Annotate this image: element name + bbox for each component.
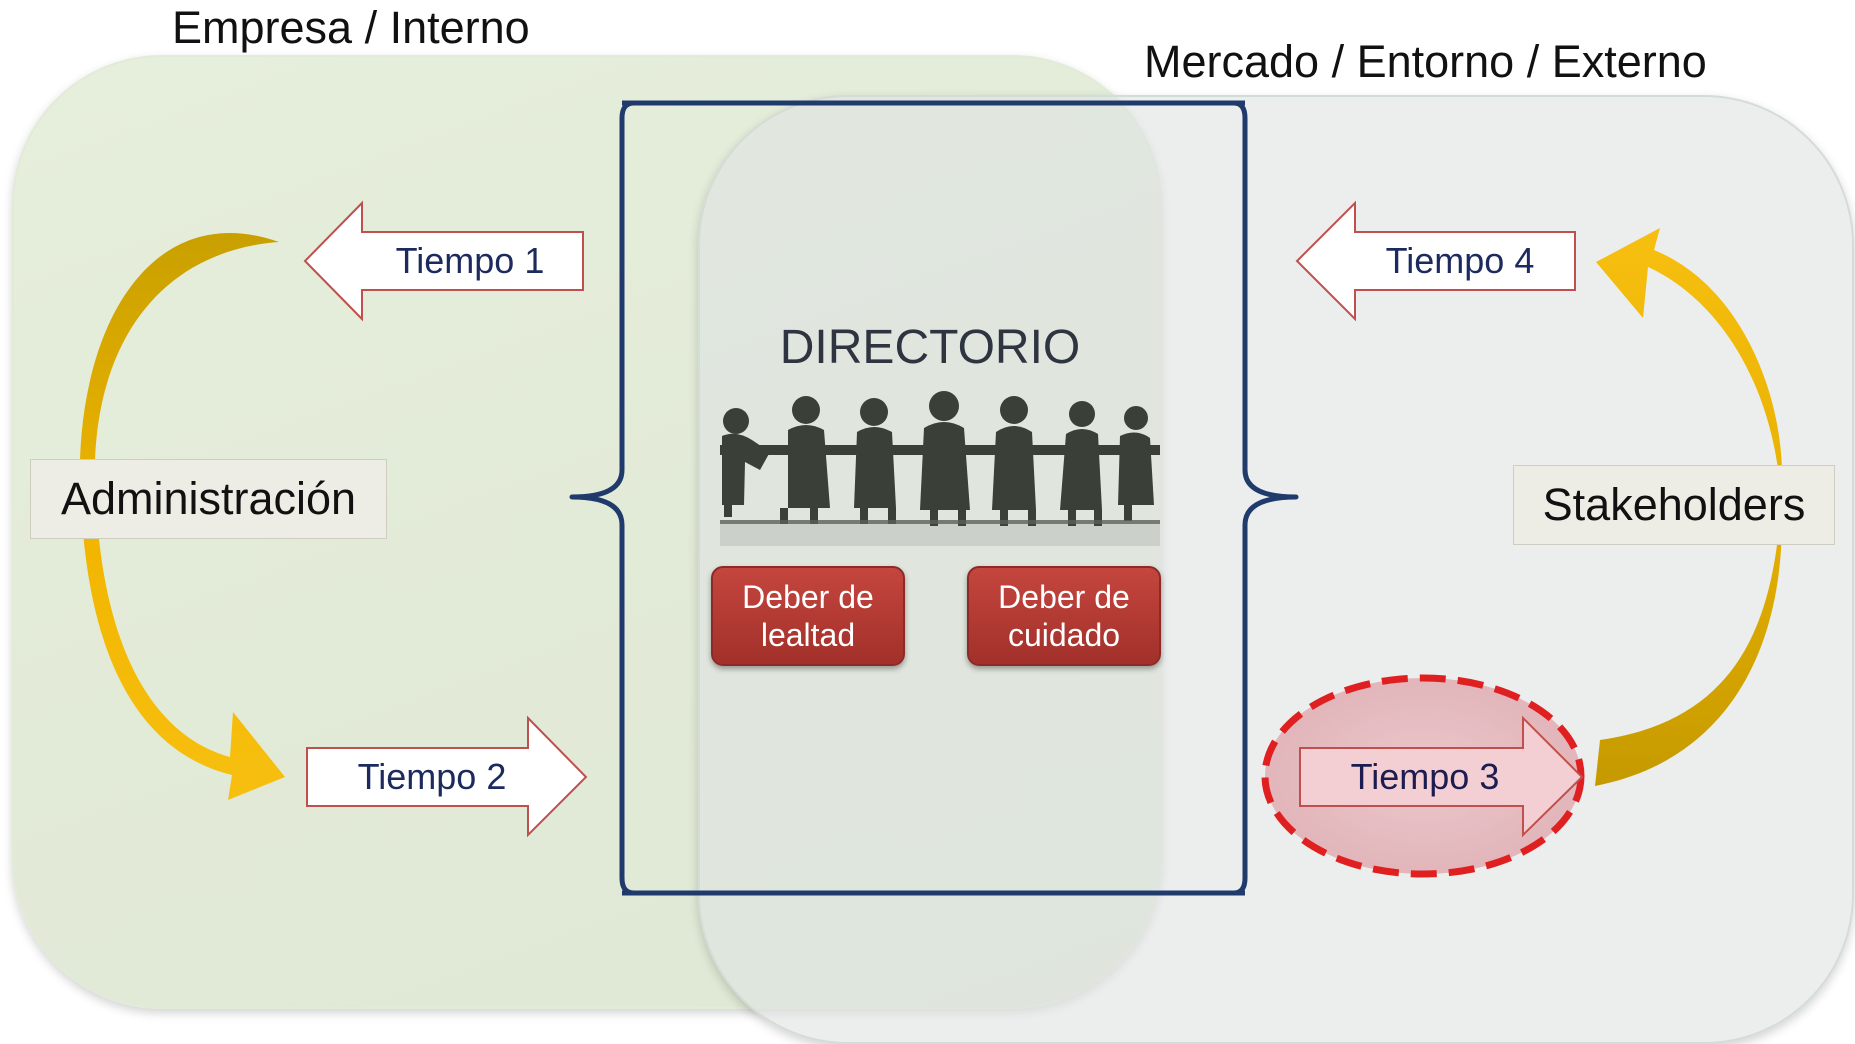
right-bracket: [1220, 100, 1299, 896]
tiempo2-arrow: [306, 715, 588, 838]
duty-care-line1: Deber de: [998, 579, 1130, 615]
tiempo4-arrow: [1295, 200, 1576, 322]
tiempo1-arrow: [303, 200, 584, 322]
tiempo3-arrow: [1299, 715, 1584, 838]
tiempo4-label: Tiempo 4: [1385, 240, 1535, 281]
board-meeting-silhouette-icon: [720, 391, 1160, 546]
duty-loyalty-line2: lealtad: [760, 617, 856, 653]
duty-loyalty-line1: Deber de: [742, 579, 874, 615]
internal-region-label: Empresa / Interno: [172, 2, 530, 53]
tiempo1-label: Tiempo 1: [395, 240, 545, 281]
duty-care-line2: cuidado: [1007, 617, 1121, 653]
tiempo3-label: Tiempo 3: [1350, 756, 1500, 797]
stakeholders-node: Stakeholders: [1513, 465, 1835, 545]
external-region-label: Mercado / Entorno / Externo: [1144, 36, 1707, 87]
directorio-title: DIRECTORIO: [779, 321, 1081, 374]
left-bracket: [569, 100, 648, 896]
duty-care-box: Deber de cuidado: [967, 566, 1161, 666]
tiempo2-label: Tiempo 2: [357, 756, 507, 797]
administration-node: Administración: [30, 459, 387, 539]
duty-loyalty-box: Deber de lealtad: [711, 566, 905, 666]
